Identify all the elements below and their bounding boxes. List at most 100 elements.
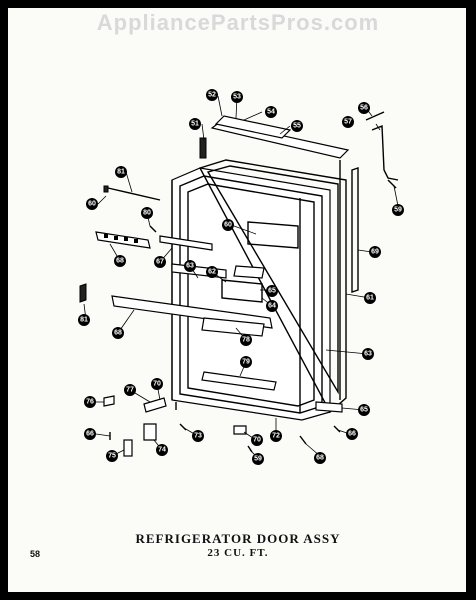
- callout: 62: [206, 266, 218, 278]
- diagram-subtitle: 23 CU. FT.: [207, 547, 269, 559]
- svg-text:53: 53: [233, 94, 241, 101]
- svg-text:64: 64: [268, 303, 276, 310]
- hinge-bracket: [199, 137, 207, 159]
- svg-text:61: 61: [366, 295, 374, 302]
- watermark: AppliancePartsPros.com: [96, 10, 380, 35]
- callout: 70: [151, 378, 163, 390]
- callout: 73: [192, 430, 204, 442]
- callout: 70: [251, 434, 263, 446]
- door-gasket: [198, 159, 347, 414]
- hinge-pin: [365, 111, 385, 121]
- callout: 69: [369, 246, 381, 258]
- closure-cam: [233, 425, 247, 435]
- svg-text:66: 66: [348, 431, 356, 438]
- svg-text:67: 67: [156, 259, 164, 266]
- callout: 72: [270, 430, 282, 442]
- callout: 81: [78, 314, 90, 326]
- callout: 74: [156, 444, 168, 456]
- callout: 55: [291, 120, 303, 132]
- upper-compartment: [247, 221, 299, 249]
- page-number: 58: [30, 549, 41, 559]
- callout: 75: [106, 450, 118, 462]
- svg-text:81: 81: [117, 169, 125, 176]
- callout: 81: [115, 166, 127, 178]
- svg-text:54: 54: [267, 109, 275, 116]
- callout: 66: [346, 428, 358, 440]
- diagram-title: REFRIGERATOR DOOR ASSY: [135, 531, 341, 546]
- svg-text:79: 79: [242, 359, 250, 366]
- svg-text:63: 63: [364, 351, 372, 358]
- bottom-hinge: [315, 401, 343, 413]
- svg-text:66: 66: [86, 431, 94, 438]
- callout: 67: [154, 256, 166, 268]
- bottom-bin: [201, 371, 277, 391]
- svg-text:77: 77: [126, 387, 134, 394]
- callout: 80: [141, 207, 153, 219]
- shelf-slots: [104, 234, 138, 243]
- cap-plug: [123, 439, 133, 457]
- callout: 60: [86, 198, 98, 210]
- callout: 64: [266, 300, 278, 312]
- svg-text:57: 57: [344, 119, 352, 126]
- callout: 63: [362, 348, 374, 360]
- svg-text:68: 68: [116, 258, 124, 265]
- shelf-rail: [159, 235, 213, 251]
- svg-text:51: 51: [191, 121, 199, 128]
- svg-text:73: 73: [194, 433, 202, 440]
- svg-text:56: 56: [360, 105, 368, 112]
- bar-end: [103, 185, 109, 193]
- svg-text:65: 65: [360, 407, 368, 414]
- callout: 51: [189, 118, 201, 130]
- callout: 57: [342, 116, 354, 128]
- door-bin: [111, 295, 273, 329]
- svg-text:78: 78: [242, 337, 250, 344]
- svg-text:68: 68: [316, 455, 324, 462]
- svg-text:70: 70: [153, 381, 161, 388]
- shelf-bar: [107, 187, 161, 201]
- svg-text:70: 70: [253, 437, 261, 444]
- stop-block: [103, 395, 115, 407]
- callout: 65: [358, 404, 370, 416]
- svg-text:76: 76: [86, 399, 94, 406]
- svg-text:60: 60: [224, 222, 232, 229]
- svg-text:81: 81: [80, 317, 88, 324]
- callout: 52: [206, 89, 218, 101]
- callout: 59: [252, 453, 264, 465]
- screws: [109, 179, 397, 453]
- svg-text:65: 65: [268, 288, 276, 295]
- svg-text:74: 74: [158, 447, 166, 454]
- callout: 77: [124, 384, 136, 396]
- cam-bracket: [143, 397, 167, 413]
- callout: 54: [265, 106, 277, 118]
- callout: 78: [240, 334, 252, 346]
- butter-door: [233, 265, 265, 279]
- callout: 56: [358, 102, 370, 114]
- dairy-shelf: [95, 231, 151, 249]
- svg-text:80: 80: [143, 210, 151, 217]
- callout: 60: [222, 219, 234, 231]
- butter-compartment: [221, 279, 263, 303]
- svg-text:63: 63: [186, 263, 194, 270]
- callout: 53: [231, 91, 243, 103]
- callout: 65: [266, 285, 278, 297]
- svg-text:69: 69: [371, 249, 379, 256]
- callout: 61: [364, 292, 376, 304]
- callout: 68: [112, 327, 124, 339]
- svg-text:60: 60: [88, 201, 96, 208]
- hinge-lower: [143, 423, 157, 441]
- center-bin: [201, 317, 265, 337]
- svg-text:52: 52: [208, 92, 216, 99]
- svg-text:62: 62: [208, 269, 216, 276]
- callout: 66: [84, 428, 96, 440]
- callout: 59: [392, 204, 404, 216]
- callout: 76: [84, 396, 96, 408]
- svg-text:68: 68: [114, 330, 122, 337]
- callout: 68: [114, 255, 126, 267]
- svg-text:55: 55: [293, 123, 301, 130]
- side-trim: [339, 160, 359, 400]
- svg-text:59: 59: [394, 207, 402, 214]
- callout: 63: [184, 260, 196, 272]
- top-trim: [210, 115, 350, 159]
- callout: 68: [314, 452, 326, 464]
